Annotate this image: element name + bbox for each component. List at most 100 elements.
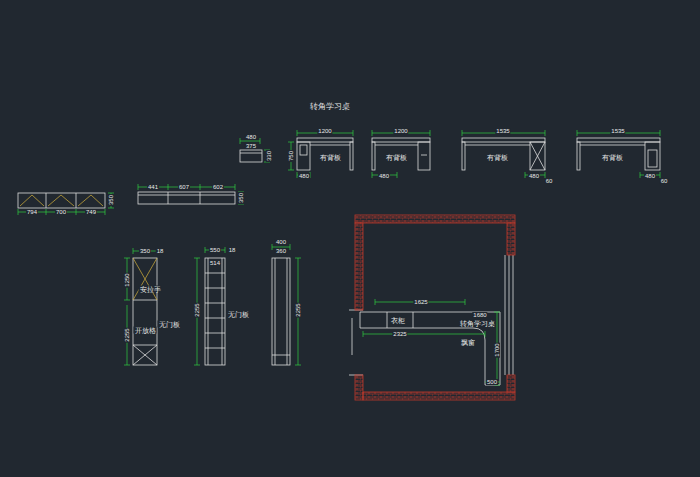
dimension-value: 60 (545, 178, 554, 184)
panel-note: 有背板 (487, 154, 508, 161)
door-diagonal (20, 195, 103, 206)
dimension-line (288, 130, 353, 178)
brick-wall (355, 223, 363, 310)
dimension-value: 441 (147, 184, 159, 190)
furniture-outline (372, 142, 375, 170)
furniture-outline (577, 138, 660, 142)
brick-wall (507, 223, 515, 255)
dimension-value: 360 (275, 248, 287, 254)
furniture-outline (577, 142, 580, 170)
brick-wall (355, 215, 515, 400)
dimension-value: 2255 (295, 302, 301, 317)
dimension-value: 375 (245, 143, 257, 149)
desk-elevation: 有背板 (376, 145, 417, 169)
brick-wall (355, 215, 515, 223)
dimension-value: 2255 (194, 302, 200, 317)
furniture-outline (418, 142, 430, 170)
dimension-line (18, 193, 114, 215)
dimension-value: 1535 (610, 128, 625, 134)
furniture-outline (645, 142, 660, 170)
desk-elevation: 有背板 (466, 145, 529, 169)
furniture-outline (272, 258, 290, 365)
desk-elevation: 有背板 (311, 145, 349, 169)
dimension-value: 1535 (495, 128, 510, 134)
dimension-value: 480 (298, 173, 310, 179)
furniture-outline (18, 193, 105, 208)
furniture-outline (297, 142, 310, 170)
part-label: 飘窗 (460, 339, 476, 346)
dimension-value: 350 (238, 192, 244, 204)
furniture-outline (465, 142, 545, 170)
furniture-outline (297, 138, 353, 142)
brick-wall (363, 392, 515, 400)
furniture-outline (350, 142, 353, 170)
furniture-outline (272, 258, 290, 365)
brick-wall (355, 375, 363, 400)
furniture-outline (360, 312, 500, 385)
dimension-value: 1625 (413, 299, 428, 305)
furniture-outline (372, 138, 430, 142)
dimension-value: 602 (212, 184, 224, 190)
dimension-value: 500 (486, 379, 498, 385)
dimension-value: 480 (245, 134, 257, 140)
dimension-value: 1680 (472, 312, 487, 318)
dimension-line (124, 248, 157, 365)
dimension-line (18, 130, 660, 385)
part-label: 无门板 (158, 321, 181, 328)
dimension-value: 794 (26, 209, 38, 215)
dimension-value: 750 (288, 150, 294, 162)
furniture-outline (240, 150, 262, 162)
dimension-value: 550 (209, 247, 221, 253)
dimension-value: 607 (178, 184, 190, 190)
dimension-value: 18 (228, 247, 237, 253)
furniture-outline (138, 192, 235, 204)
part-label: 无门板 (227, 311, 250, 318)
dimension-value: 60 (660, 178, 669, 184)
dimension-value: 350 (108, 194, 114, 206)
dimension-value: 1250 (124, 272, 130, 287)
dimension-value: 749 (85, 209, 97, 215)
dimension-value: 700 (55, 209, 67, 215)
furniture-outline (505, 255, 513, 375)
furniture-outline (349, 310, 363, 375)
furniture-outline (462, 142, 465, 170)
dimension-line (138, 184, 244, 204)
panel-note: 有背板 (602, 154, 623, 161)
desk-elevation: 有背板 (581, 145, 644, 169)
part-label: 安拉手 (139, 286, 162, 293)
dimension-value: 480 (378, 173, 390, 179)
furniture-outline (648, 150, 657, 167)
dimension-value: 480 (644, 173, 656, 179)
door-diagonal (20, 195, 157, 300)
dimension-value: 2325 (392, 331, 407, 337)
furniture-outline (133, 258, 157, 365)
dimension-value: 1200 (317, 128, 332, 134)
drawing-title: 转角学习桌 (309, 103, 351, 111)
dimension-line (194, 247, 225, 365)
furniture-outline (580, 145, 645, 146)
dimension-value: 1700 (494, 342, 500, 357)
panel-note: 有背板 (320, 154, 341, 161)
dimension-value: 400 (275, 239, 287, 245)
furniture-outline (133, 300, 157, 365)
furniture-outline (462, 138, 545, 142)
dimension-value: 1200 (393, 128, 408, 134)
dimension-value: 350 (139, 248, 151, 254)
dimension-value: 2255 (124, 327, 130, 342)
part-label: 衣柜 (390, 317, 406, 324)
brick-wall (507, 375, 515, 392)
dimension-line (577, 130, 660, 178)
part-label: 转角学习桌 (459, 320, 496, 327)
dimension-value: 480 (528, 173, 540, 179)
furniture-outline (138, 192, 235, 204)
furniture-outline (205, 258, 225, 365)
dimension-line (462, 130, 545, 178)
furniture-outline (300, 145, 307, 155)
dimension-line (363, 299, 500, 385)
dimension-value: 18 (156, 248, 165, 254)
part-label: 开放格 (134, 327, 157, 334)
